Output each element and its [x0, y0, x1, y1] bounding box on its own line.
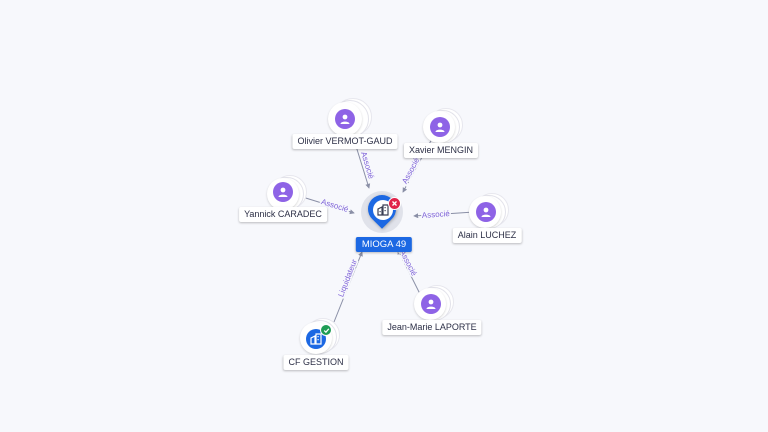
person-icon — [421, 294, 441, 314]
person-icon — [335, 109, 355, 129]
edge-alain: Associé — [413, 208, 475, 221]
person-label-olivier: Olivier VERMOT-GAUD — [292, 134, 398, 149]
person-label-jeanmarie: Jean-Marie LAPORTE — [382, 320, 482, 335]
person-label-alain: Alain LUCHEZ — [452, 228, 522, 243]
person-icon — [273, 182, 293, 202]
center-node-label: MIOGA 49 — [355, 237, 413, 252]
person-icon — [476, 202, 496, 222]
edge-label-alain: Associé — [422, 209, 451, 220]
edge-cfgestion: Liquidateur — [333, 251, 363, 323]
person-icon — [430, 117, 450, 137]
building-icon — [377, 204, 389, 216]
company-label-cfgestion: CF GESTION — [283, 355, 349, 370]
edge-label-cfgestion: Liquidateur — [336, 258, 359, 298]
person-label-xavier: Xavier MENGIN — [403, 143, 479, 158]
error-x-icon — [388, 197, 401, 210]
person-label-yannick: Yannick CARADEC — [239, 207, 327, 222]
edge-jeanmarie: Associé — [396, 247, 421, 295]
edge-label-jeanmarie: Associé — [398, 248, 419, 278]
check-icon — [320, 324, 332, 336]
edge-label-xavier: Associé — [400, 156, 421, 185]
